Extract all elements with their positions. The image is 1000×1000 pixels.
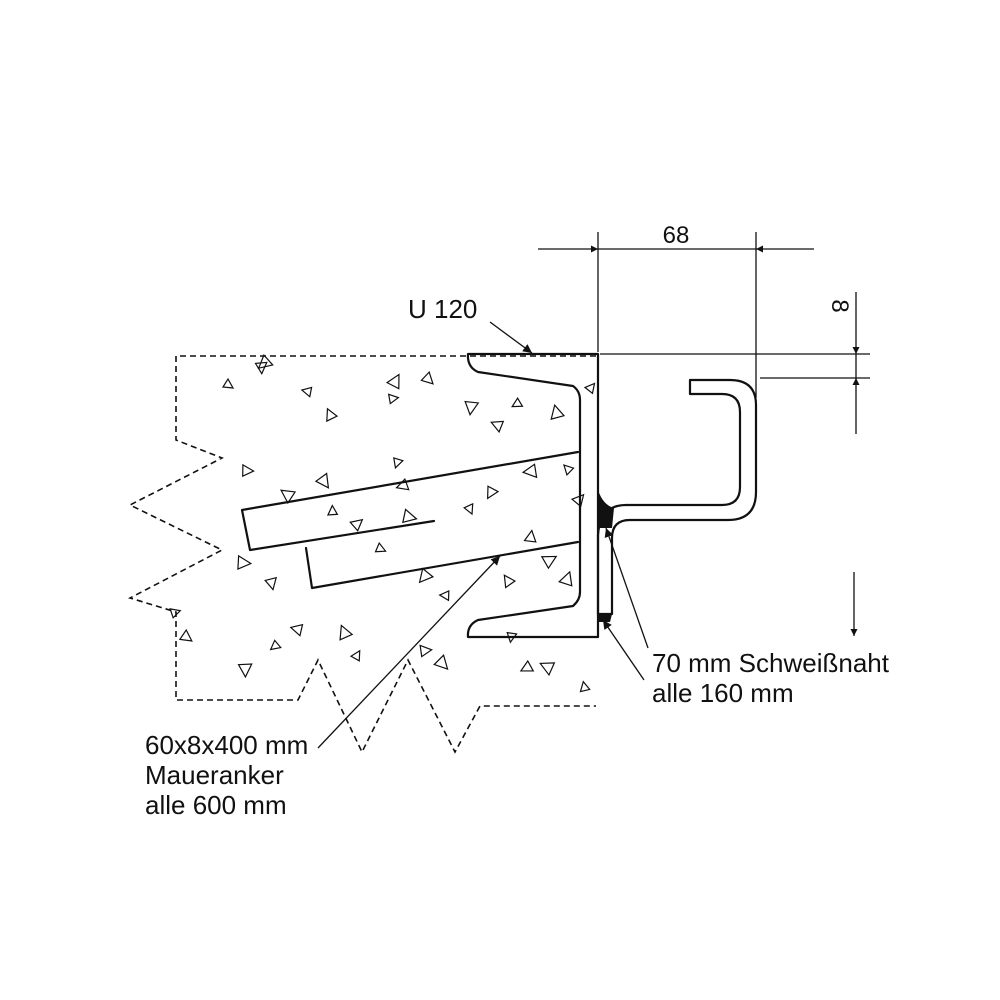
aggregate-mark xyxy=(486,485,500,500)
u120-label: U 120 xyxy=(408,294,477,324)
weld-upper xyxy=(598,490,614,528)
aggregate-mark xyxy=(395,477,410,491)
anchor-label-line-1: 60x8x400 mm xyxy=(145,730,308,760)
aggregate-mark xyxy=(420,370,434,385)
aggregate-mark xyxy=(503,574,517,589)
aggregate-mark xyxy=(393,457,404,470)
aggregate-mark xyxy=(374,541,387,553)
u120-leader xyxy=(489,321,533,354)
aggregate-mark xyxy=(418,567,435,584)
aggregate-mark xyxy=(433,654,449,670)
anchor-bar-lower xyxy=(304,540,580,590)
aggregate-mark xyxy=(314,472,330,489)
aggregate-mark xyxy=(558,570,573,587)
aggregate-mark xyxy=(550,403,566,420)
aggregate-mark xyxy=(506,631,518,644)
aggregate-mark xyxy=(349,649,361,662)
aggregate-mark xyxy=(289,623,304,637)
aggregate-mark xyxy=(300,386,313,398)
aggregate-mark xyxy=(237,554,253,571)
u120-channel xyxy=(466,352,600,639)
aggregate-mark xyxy=(387,393,400,405)
weld-leader-upper xyxy=(604,527,649,649)
weld-label-line-1: 70 mm Schweißnaht xyxy=(652,648,890,678)
anchor-label-line-2: Maueranker xyxy=(145,760,284,790)
aggregate-mark xyxy=(269,639,282,651)
aggregate-mark xyxy=(511,397,524,408)
aggregate-mark xyxy=(237,663,253,679)
aggregate-mark xyxy=(178,628,193,642)
dim-68-label: 68 xyxy=(663,222,690,249)
aggregate-mark xyxy=(583,382,596,395)
aggregate-mark xyxy=(326,504,339,516)
aggregate-mark xyxy=(264,576,278,591)
anchor-bar-upper xyxy=(240,450,580,552)
weld-label-line-2: alle 160 mm xyxy=(652,678,794,708)
aggregate-mark xyxy=(521,463,538,479)
aggregate-mark xyxy=(257,353,274,370)
aggregate-mark xyxy=(169,608,182,619)
aggregate-mark xyxy=(221,377,235,389)
aggregate-mark xyxy=(339,624,354,641)
weld-leader-lower xyxy=(602,619,645,681)
aggregate-mark xyxy=(349,518,364,532)
aggregate-mark xyxy=(519,659,535,672)
aggregate-mark xyxy=(402,508,418,524)
concrete-aggregate xyxy=(169,353,596,693)
bent-steel-bar xyxy=(596,378,758,616)
aggregate-mark xyxy=(570,493,585,508)
dim-8-label: 8 xyxy=(826,299,853,312)
concrete-wall-outline xyxy=(127,355,596,754)
aggregate-mark xyxy=(242,463,255,478)
aggregate-mark xyxy=(540,555,558,570)
aggregate-mark xyxy=(490,420,505,434)
anchor-label-line-3: alle 600 mm xyxy=(145,790,287,820)
aggregate-mark xyxy=(438,589,450,602)
aggregate-mark xyxy=(385,373,400,390)
aggregate-mark xyxy=(563,464,575,477)
anchor-leader xyxy=(317,555,501,749)
aggregate-mark xyxy=(326,407,339,423)
weld-lower xyxy=(599,614,612,622)
aggregate-mark xyxy=(280,489,297,505)
aggregate-mark xyxy=(579,680,591,693)
aggregate-mark xyxy=(419,644,433,658)
aggregate-mark xyxy=(464,400,480,417)
aggregate-mark xyxy=(463,502,474,516)
aggregate-mark xyxy=(539,662,556,677)
aggregate-mark xyxy=(523,529,537,543)
